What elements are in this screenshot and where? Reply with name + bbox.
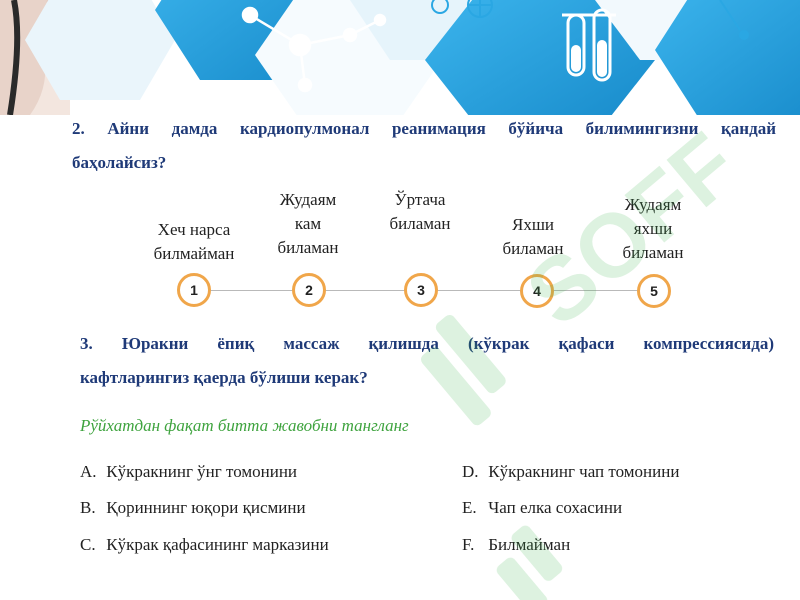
answer-letter: E. — [462, 498, 477, 517]
answer-letter: D. — [462, 462, 479, 481]
question-2-text: 2. Айни дамда кардиопулмонал реанимация … — [72, 112, 776, 180]
scale-label-5-line-2: яхши — [633, 219, 673, 238]
scale-label-2-line-1: Жудаям — [279, 190, 337, 209]
lab-icons — [431, 0, 493, 18]
answer-option-e[interactable]: E. Чап елка сохасини — [462, 498, 622, 518]
dropper-icon — [719, 0, 749, 40]
header-banner — [0, 0, 800, 115]
scale-label-1: Хеч нарса билмайман — [144, 218, 244, 266]
scale-label-2-line-2: кам — [294, 214, 322, 233]
answer-text: Қориннинг юқори қисмини — [106, 498, 306, 517]
answer-option-b[interactable]: B. Қориннинг юқори қисмини — [80, 498, 306, 518]
answer-letter: A. — [80, 462, 97, 481]
test-tubes-icon — [562, 8, 616, 82]
hexagon-tiles — [25, 0, 800, 115]
question-2-line-2: баҳолайсиз? — [72, 153, 167, 172]
scale-label-4: Яхши биламан — [483, 213, 583, 261]
answer-option-d[interactable]: D. Кўкракнинг чап томонини — [462, 462, 679, 482]
answer-letter: B. — [80, 498, 96, 517]
scale-option-3[interactable]: 3 — [404, 273, 438, 307]
answer-text: Кўкракнинг чап томонини — [488, 462, 680, 481]
scale-label-5: Жудаям яхши биламан — [603, 193, 703, 265]
question-3-line-1: 3. Юракни ёпиқ массаж қилишда (кўкрак қа… — [80, 334, 774, 353]
answer-option-c[interactable]: C. Кўкрак қафасининг марказини — [80, 535, 329, 555]
scale-label-3-line-1: Ўртача — [394, 190, 446, 209]
scale-label-2: Жудаям кам биламан — [258, 188, 358, 260]
scale-label-5-line-3: биламан — [622, 243, 684, 262]
answer-text: Кўкракнинг ўнг томонини — [106, 462, 298, 481]
answer-text: Кўкрак қафасининг марказини — [106, 535, 329, 554]
scale-option-5[interactable]: 5 — [637, 274, 671, 308]
answer-text: Чап елка сохасини — [488, 498, 623, 517]
scale-option-1[interactable]: 1 — [177, 273, 211, 307]
answer-text: Билмайман — [488, 535, 571, 554]
question-3-text: 3. Юракни ёпиқ массаж қилишда (кўкрак қа… — [80, 327, 774, 395]
scale-label-4-line-2: биламан — [502, 239, 564, 258]
scale-label-1-line-1: Хеч нарса — [157, 220, 231, 239]
molecule-icon — [241, 6, 387, 93]
scale-label-5-line-1: Жудаям — [624, 195, 682, 214]
answer-letter: F. — [462, 535, 475, 554]
scale-label-4-line-1: Яхши — [511, 215, 555, 234]
answer-option-a[interactable]: A. Кўкракнинг ўнг томонини — [80, 462, 297, 482]
scale-label-2-line-3: биламан — [277, 238, 339, 257]
scale-option-2[interactable]: 2 — [292, 273, 326, 307]
instruction-text: Рўйхатдан фақат битта жавобни тангланг — [80, 416, 409, 435]
question-3-line-2: кафтларингиз қаерда бўлиши керак? — [80, 368, 368, 387]
answer-letter: C. — [80, 535, 96, 554]
question-2-line-1: 2. Айни дамда кардиопулмонал реанимация … — [72, 119, 776, 138]
scale-label-1-line-2: билмайман — [153, 244, 235, 263]
scale-label-3: Ўртача биламан — [370, 188, 470, 236]
scale-label-3-line-2: биламан — [389, 214, 451, 233]
scale-option-4[interactable]: 4 — [520, 274, 554, 308]
answer-option-f[interactable]: F. Билмайман — [462, 535, 570, 555]
